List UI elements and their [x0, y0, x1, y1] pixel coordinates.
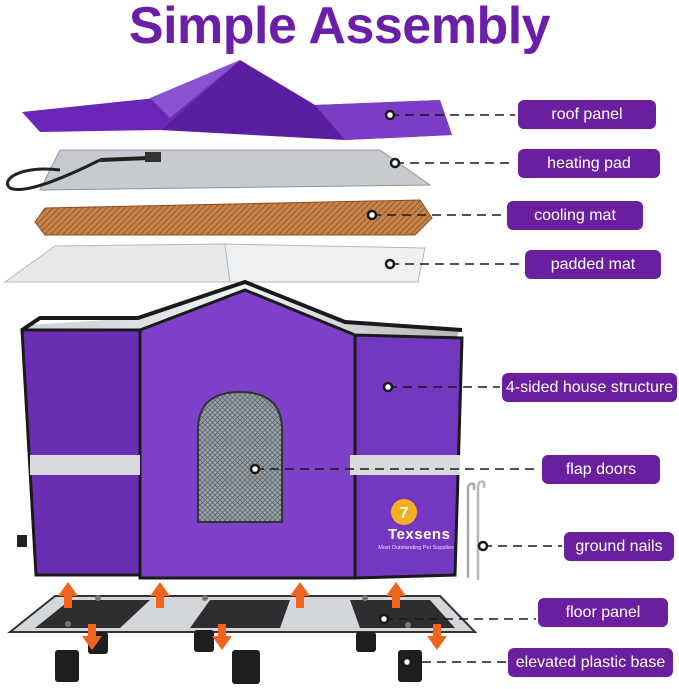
label-floor-panel: floor panel: [538, 598, 668, 627]
ground-nails: [466, 480, 486, 580]
brand-name: Texsens: [388, 526, 451, 543]
label-flap-doors: flap doors: [542, 455, 660, 484]
logo-mark: 7: [400, 505, 409, 522]
assembly-arrows: [58, 582, 447, 650]
label-elevated-base: elevated plastic base: [508, 648, 673, 677]
roof-panel: [22, 60, 452, 140]
heating-pad: [6, 149, 432, 191]
floor-panel: [7, 595, 478, 633]
label-cooling-mat: cooling mat: [507, 201, 643, 230]
label-ground-nails: ground nails: [564, 532, 674, 561]
label-roof-panel: roof panel: [518, 100, 656, 129]
page-title: Simple Assembly: [128, 0, 551, 55]
leader-dots: [249, 109, 489, 668]
label-padded-mat: padded mat: [525, 250, 661, 279]
label-house-structure: 4-sided house structure: [502, 373, 677, 402]
brand-tagline: Most Outstanding Pet Supplies: [378, 545, 454, 551]
label-heating-pad: heating pad: [518, 149, 660, 178]
elevated-base: [55, 630, 422, 684]
brand-logo: 7: [391, 499, 417, 525]
leader-lines: [255, 114, 562, 663]
cooling-mat: [34, 199, 433, 236]
flap-door: [197, 390, 283, 523]
padded-mat: [3, 243, 426, 283]
